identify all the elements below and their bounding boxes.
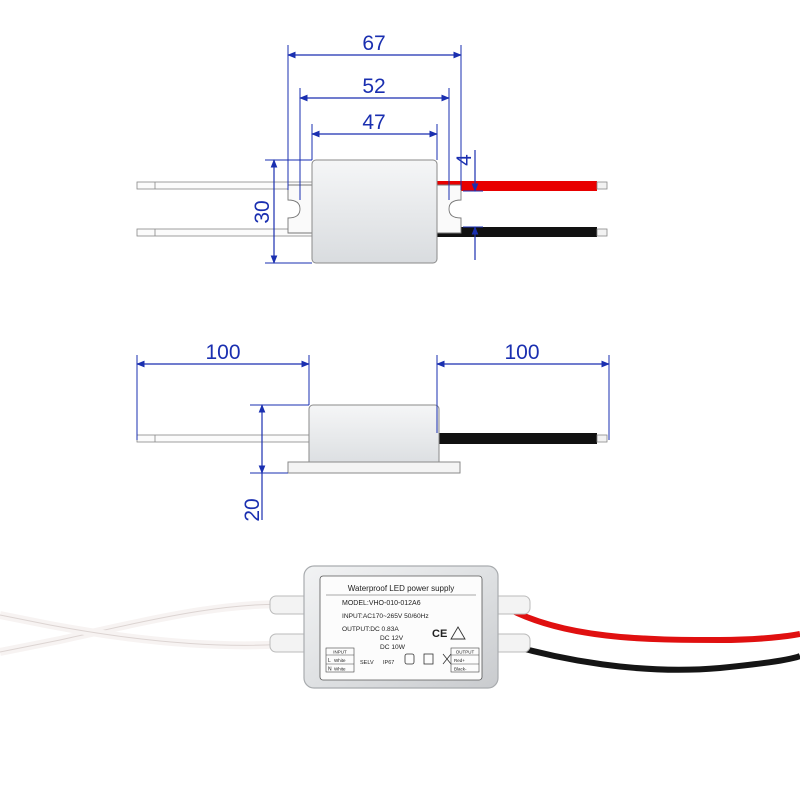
top-right-tab: [436, 184, 462, 234]
side-body: [308, 404, 440, 472]
output-wiring-box: OUTPUT Red+ Black-: [450, 647, 480, 673]
input-wiring-box: INPUT L White N White: [325, 647, 355, 673]
input-l: L: [328, 658, 331, 664]
dim-mount-pitch: 52: [362, 75, 385, 98]
side-flange: [287, 461, 461, 474]
top-left-tab: [287, 184, 313, 234]
output-pos: Red+: [454, 658, 465, 663]
output-neg: Black-: [454, 667, 467, 672]
transformer-symbol-icon: [423, 653, 434, 665]
label-input: INPUT:AC170~265V 50/60Hz: [342, 613, 429, 620]
photo-label: [319, 575, 483, 681]
input-header: INPUT: [333, 650, 347, 655]
photo-input-wires: [0, 600, 301, 656]
input-n-color: White: [334, 667, 346, 672]
top-input-wires: [136, 181, 313, 237]
product-photo: Waterproof LED power supply MODEL:VHO-01…: [0, 565, 800, 689]
dim-input-lead: 100: [205, 341, 240, 364]
output-header: OUTPUT: [456, 650, 475, 655]
dim-overall-length: 67: [362, 32, 385, 55]
dim-height-top: 30: [251, 200, 274, 223]
label-ip-rating: IP67: [383, 660, 394, 666]
class-symbol-icon: [404, 653, 415, 665]
side-input-wire: [136, 434, 313, 443]
approval-triangle-icon: [450, 626, 466, 640]
dim-wire-spacing: 4: [453, 154, 476, 166]
label-selv: SELV: [360, 660, 374, 666]
input-n: N: [328, 667, 332, 673]
label-output-power: DC 10W: [380, 644, 406, 651]
dim-output-lead: 100: [504, 341, 539, 364]
top-body: [311, 159, 438, 264]
side-view: 100 100 20: [136, 341, 610, 522]
photo-output-wires: [498, 601, 800, 673]
label-title: Waterproof LED power supply: [348, 584, 454, 593]
top-view: 67 52 47 30 4: [136, 32, 608, 264]
side-output-wire: [437, 433, 597, 444]
dim-body-length: 47: [362, 111, 385, 134]
label-model: MODEL:VHO-010-012A6: [342, 600, 421, 607]
ce-mark: CE: [432, 628, 447, 640]
label-output-voltage: DC 12V: [380, 635, 404, 642]
bin-symbol-icon: [442, 653, 452, 665]
dim-height-side: 20: [241, 498, 264, 521]
top-output-wires: [437, 181, 608, 237]
input-l-color: White: [334, 658, 346, 663]
label-output-current: OUTPUT:DC 0.83A: [342, 626, 399, 633]
